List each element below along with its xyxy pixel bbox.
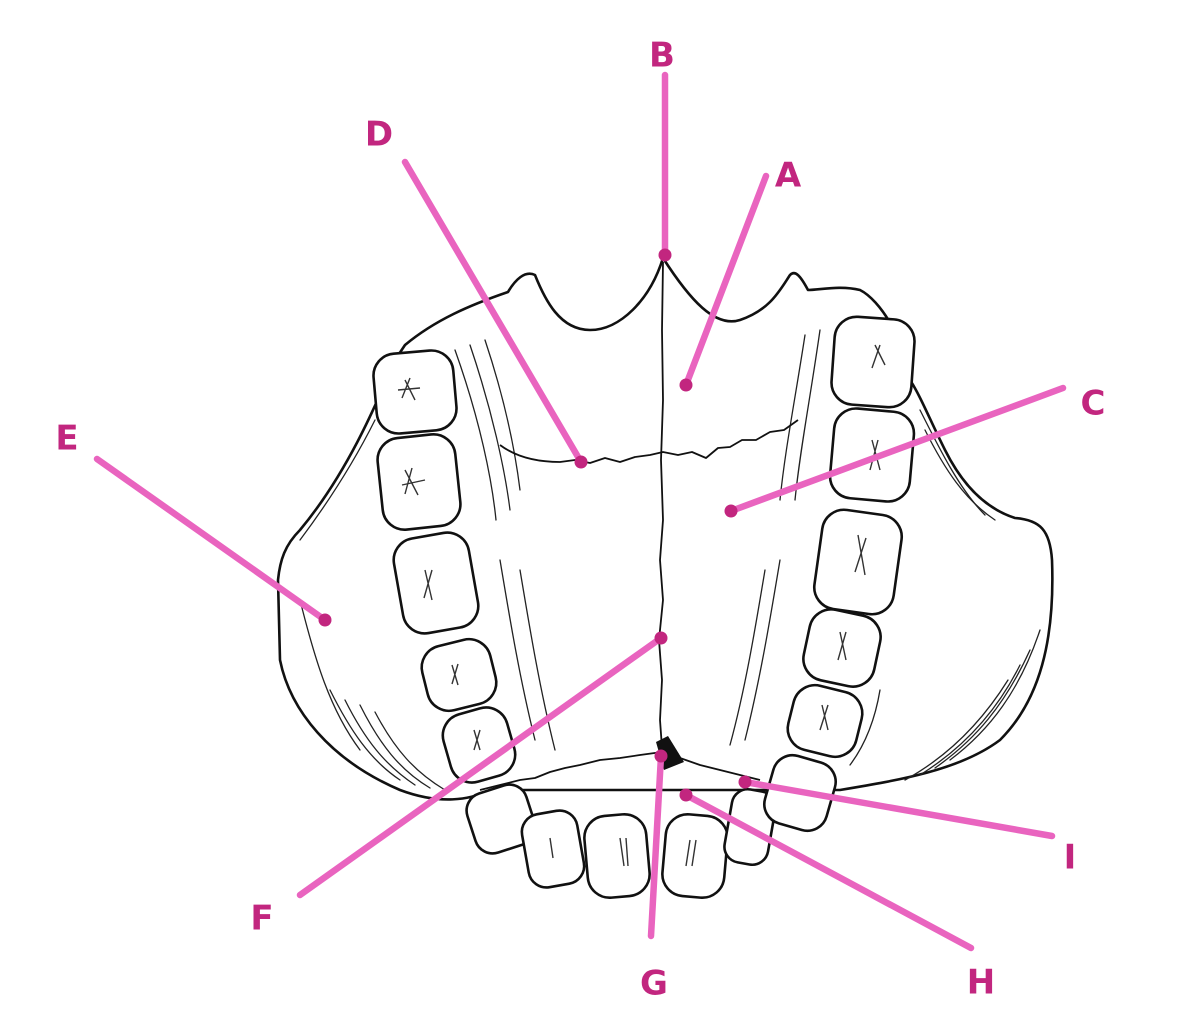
pin-dot-icon xyxy=(654,631,668,645)
label-letter: B xyxy=(649,36,675,76)
label-i: I xyxy=(738,775,1077,878)
label-letter: I xyxy=(1064,838,1077,878)
pin-dot-icon xyxy=(318,613,332,627)
teeth-right xyxy=(786,315,916,759)
pin-dot-icon xyxy=(738,775,752,789)
palate-drawing xyxy=(276,256,1054,900)
leader-line xyxy=(727,384,1067,515)
label-c: C xyxy=(724,384,1106,518)
leader-line xyxy=(296,634,665,899)
pin-dot-icon xyxy=(658,248,672,262)
label-letter: G xyxy=(640,964,668,1004)
leader-line xyxy=(401,158,585,466)
label-a: A xyxy=(679,156,802,392)
median-palatine-suture xyxy=(658,261,664,749)
maxilla-outline xyxy=(276,256,1054,801)
label-f: F xyxy=(250,631,668,939)
leader-line xyxy=(682,172,770,389)
incisive-suture xyxy=(479,751,761,791)
shading-left xyxy=(299,339,556,791)
shading-right xyxy=(729,329,1041,781)
label-letter: A xyxy=(775,156,802,196)
pin-dot-icon xyxy=(654,749,668,763)
label-letter: D xyxy=(365,115,393,155)
label-letter: E xyxy=(55,419,78,459)
label-e: E xyxy=(55,419,332,627)
label-letter: H xyxy=(967,963,995,1003)
leader-line xyxy=(741,778,1056,840)
leader-line xyxy=(682,791,975,952)
annotation-layer: A B C D E F G H I xyxy=(55,36,1105,1004)
label-letter: C xyxy=(1081,384,1106,424)
pin-dot-icon xyxy=(574,455,588,469)
label-g: G xyxy=(640,749,668,1004)
leader-line xyxy=(93,455,329,624)
label-b: B xyxy=(649,36,675,262)
pin-dot-icon xyxy=(679,788,693,802)
transverse-palatine-suture xyxy=(499,419,799,464)
teeth-left xyxy=(372,349,517,784)
label-letter: F xyxy=(250,899,273,939)
pin-dot-icon xyxy=(724,504,738,518)
pin-dot-icon xyxy=(679,378,693,392)
label-d: D xyxy=(365,115,588,469)
leader-line xyxy=(647,752,665,940)
label-h: H xyxy=(679,788,995,1003)
